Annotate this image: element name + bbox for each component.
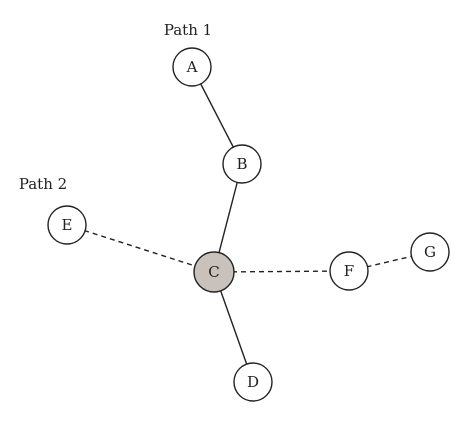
node-b-label: B xyxy=(236,155,247,173)
node-f-label: F xyxy=(344,262,354,280)
node-c: C xyxy=(193,251,235,293)
node-g: G xyxy=(410,232,450,272)
node-c-circle xyxy=(193,251,235,293)
node-f-circle xyxy=(329,251,369,291)
node-e-circle xyxy=(47,205,87,245)
edge-c-f xyxy=(213,270,350,273)
node-b: B xyxy=(222,144,262,184)
nodes-layer: A B C D E F G xyxy=(47,47,450,402)
node-e: E xyxy=(47,205,87,245)
path-1-label: Path 1 xyxy=(164,21,212,39)
node-d: D xyxy=(233,362,273,402)
node-a: A xyxy=(172,47,212,87)
node-d-circle xyxy=(233,362,273,402)
edge-e-c xyxy=(66,224,215,273)
path-2-label: Path 2 xyxy=(19,175,67,193)
node-f: F xyxy=(329,251,369,291)
node-b-circle xyxy=(222,144,262,184)
node-e-label: E xyxy=(62,216,73,234)
node-g-label: G xyxy=(424,243,436,261)
node-g-circle xyxy=(410,232,450,272)
node-c-label: C xyxy=(208,263,219,281)
node-d-label: D xyxy=(247,373,259,391)
edges-layer xyxy=(66,66,431,383)
node-a-label: A xyxy=(186,58,198,76)
node-a-circle xyxy=(172,47,212,87)
